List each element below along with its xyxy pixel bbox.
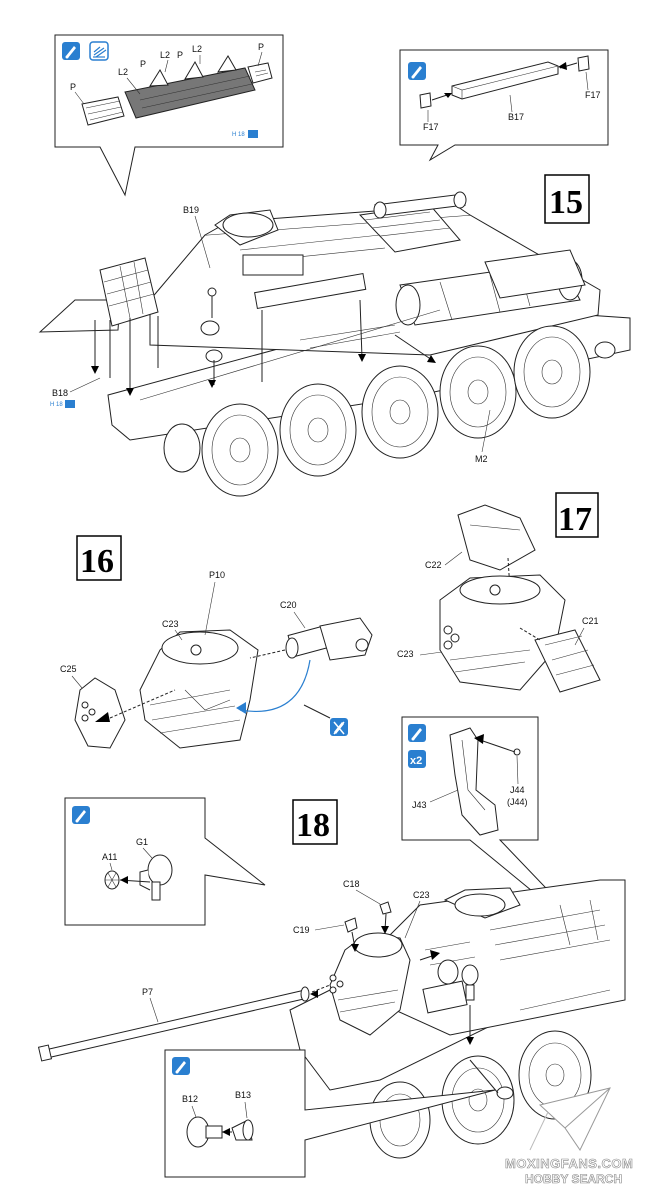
label-b19: B19 [183, 205, 199, 215]
label-c20: C20 [280, 600, 297, 610]
glue-icon [72, 806, 90, 824]
label-c23-step17: C23 [397, 649, 414, 659]
mantlet-c23 [139, 629, 259, 749]
label-j44: J44 [510, 785, 525, 795]
label-p-4: P [258, 42, 264, 52]
label-f17-right: F17 [585, 90, 601, 100]
label-c23-step18: C23 [413, 890, 430, 900]
glue-icon [62, 42, 80, 60]
step-15: 15 [38, 174, 631, 497]
hull-step18 [289, 879, 626, 1091]
glue-icon [408, 62, 426, 80]
label-p-1: P [70, 82, 76, 92]
watermark-brand: HOBBY SEARCH [525, 1172, 622, 1186]
label-c25: C25 [60, 664, 77, 674]
sand-icon [89, 41, 109, 61]
gun-breech-c21 [534, 629, 601, 693]
label-b12: B12 [182, 1094, 198, 1104]
label-p-3: P [177, 50, 183, 60]
label-b17: B17 [508, 112, 524, 122]
glue-icon [408, 724, 426, 742]
gun-barrel-p7 [37, 986, 310, 1062]
mantlet-step18 [329, 932, 411, 1036]
watermark: MOXINGFANS.COM HOBBY SEARCH [505, 1087, 633, 1186]
callout-track-links: P L2 L2 P L2 P P H 18 28 [54, 34, 284, 197]
label-f17-left: F17 [423, 122, 439, 132]
label-b18: B18 [52, 388, 68, 398]
callout-light: A11 G1 [64, 797, 266, 926]
label-c23-step16: C23 [162, 619, 179, 629]
ref-h18-step15: H 18 [50, 402, 63, 408]
step-number-17: 17 [558, 501, 592, 538]
ref-h18: H 18 [232, 132, 245, 138]
label-c18: C18 [343, 879, 360, 889]
label-p-2: P [140, 59, 146, 69]
mantlet-c23-step17 [439, 574, 566, 691]
label-g1: G1 [136, 837, 148, 847]
callout-rail: F17 B17 F17 [399, 49, 609, 162]
step-17: 17 C22 C21 C23 [397, 492, 601, 693]
gun-mount-c20 [285, 617, 373, 661]
label-j44-paren: (J44) [507, 797, 528, 807]
label-l2-1: L2 [118, 67, 128, 77]
ref-h18-num-step15: 28 [66, 402, 73, 408]
label-a11: A11 [102, 852, 117, 862]
label-c22: C22 [425, 560, 442, 570]
spare-track-plate [99, 257, 159, 327]
label-p10: P10 [209, 570, 225, 580]
no-glue-icon [330, 718, 348, 736]
shield-c22 [457, 504, 536, 571]
glue-icon [172, 1057, 190, 1075]
step-16: 16 [60, 535, 373, 749]
step-number-18: 18 [296, 807, 330, 844]
label-b13: B13 [235, 1090, 251, 1100]
label-j43: J43 [412, 800, 427, 810]
repeat-count: x2 [410, 755, 422, 767]
callout-b12-b13: B12 B13 [164, 1049, 496, 1178]
label-l2-2: L2 [160, 50, 170, 60]
ref-h18-num: 28 [249, 132, 256, 138]
repeat-icon: x2 [408, 750, 426, 768]
step-number-15: 15 [549, 184, 583, 221]
label-p7: P7 [142, 987, 153, 997]
label-c19: C19 [293, 925, 310, 935]
callout-j43: x2 J44 (J44) J43 [401, 716, 611, 956]
track-links-drawing [81, 55, 273, 126]
step-number-16: 16 [80, 543, 114, 580]
label-l2-3: L2 [192, 44, 202, 54]
label-m2: M2 [475, 454, 488, 464]
shield-c25 [74, 677, 126, 749]
watermark-site: MOXINGFANS.COM [505, 1156, 633, 1171]
label-c21: C21 [582, 616, 599, 626]
road-wheels-step15 [163, 325, 591, 497]
